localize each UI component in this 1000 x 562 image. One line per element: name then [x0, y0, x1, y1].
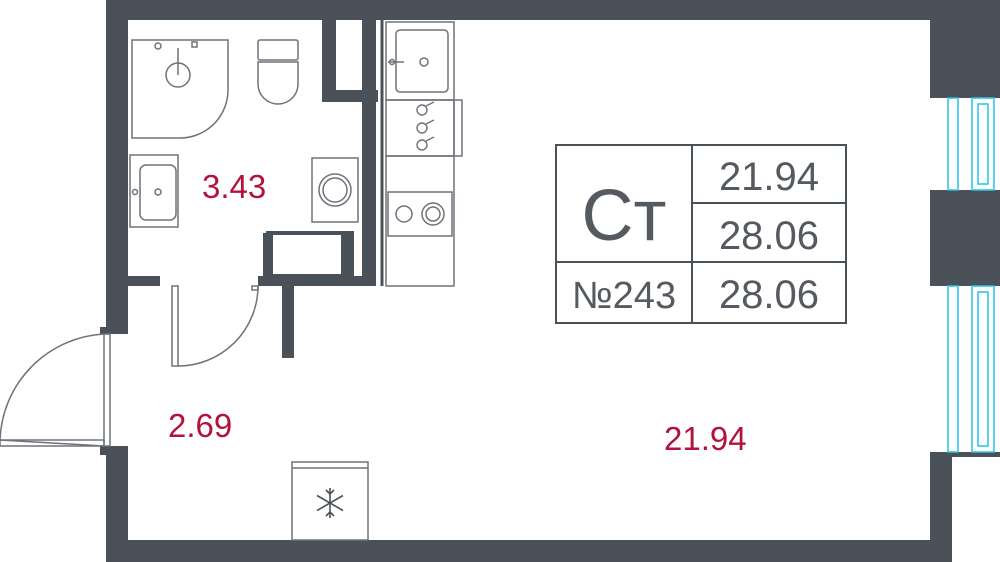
exterior-walls	[106, 0, 1000, 562]
refrigerator	[291, 461, 369, 541]
right-wall-top-ext	[952, 0, 1000, 98]
bathroom-sink	[129, 154, 179, 228]
vent-shaft	[266, 231, 354, 278]
total-area-value: 28.06	[719, 214, 819, 258]
living-room-area: 21.94	[664, 420, 747, 457]
right-wall-middle	[930, 190, 952, 286]
stove-hob	[387, 191, 453, 237]
top-wall	[106, 0, 952, 20]
entry-wall-bottom	[100, 446, 128, 455]
right-wall-mid-ext	[952, 190, 1000, 286]
left-wall-lower	[106, 455, 128, 562]
window-lower	[947, 285, 995, 453]
shower-cabin	[131, 39, 229, 139]
kitchen-sink	[388, 29, 449, 93]
right-wall-top	[930, 0, 952, 98]
bathroom-door-right	[251, 285, 259, 291]
entry-wall-top	[100, 327, 128, 334]
gas-valves	[416, 101, 435, 151]
left-wall-upper	[106, 0, 128, 334]
interior-walls	[100, 20, 378, 455]
apartment-info-box: Ст №243 21.94 28.06 28.06	[555, 144, 847, 324]
snowflake-icon	[316, 488, 344, 518]
apartment-number: №243	[572, 275, 676, 317]
living-area-value: 21.94	[719, 155, 819, 199]
bathroom-right-wall	[322, 20, 336, 102]
bathroom-partition	[362, 20, 376, 286]
kitchen-counter	[385, 21, 463, 287]
total-area-balcony-value: 28.06	[719, 273, 819, 317]
bathroom-door	[171, 285, 259, 367]
bathroom-bottom-wall-left	[128, 276, 160, 286]
entrance-door	[0, 333, 111, 447]
bottom-wall	[106, 540, 952, 562]
bathroom-area: 3.43	[202, 168, 266, 205]
duct-column	[282, 276, 294, 358]
toilet	[257, 39, 299, 105]
window-upper	[947, 97, 995, 191]
hallway-area: 2.69	[168, 407, 232, 444]
apartment-type: Ст	[582, 176, 667, 256]
right-wall-lower-ext	[952, 452, 1000, 457]
bathroom-bottom-wall-right	[258, 276, 376, 286]
washing-machine	[311, 157, 359, 223]
right-wall-bottom	[930, 452, 952, 562]
